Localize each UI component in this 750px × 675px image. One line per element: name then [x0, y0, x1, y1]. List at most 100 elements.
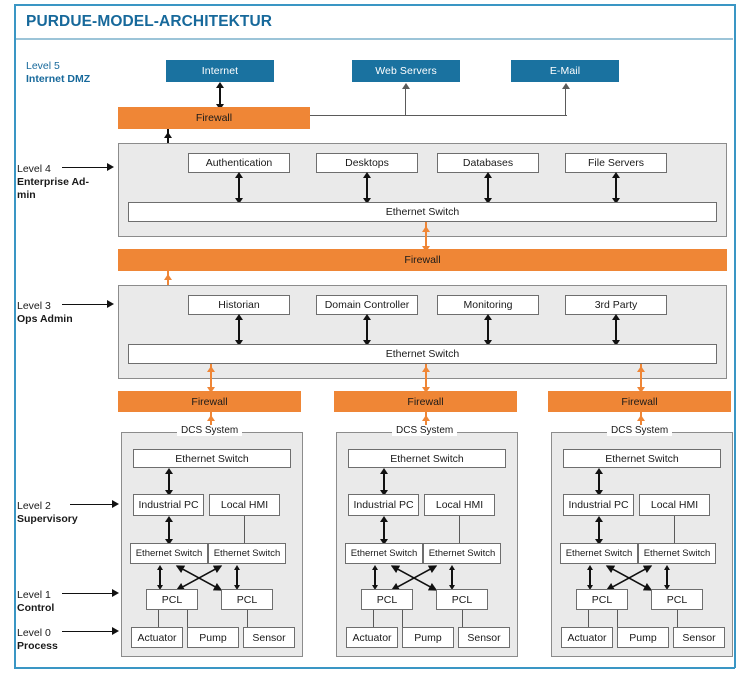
dcs-3-pcl-right[interactable]: PCL: [651, 589, 703, 610]
dcs-1-field-sensor[interactable]: Sensor: [243, 627, 295, 648]
level4-node-desktops[interactable]: Desktops: [316, 153, 418, 173]
dmz-box-email[interactable]: E-Mail: [511, 60, 619, 82]
dcs-1-conn-hmi-swr: [244, 516, 246, 544]
level3-node-historian[interactable]: Historian: [188, 295, 290, 315]
level-4-name-cont: min: [17, 189, 36, 201]
conn-monitoring-switch: [487, 318, 489, 342]
dcs-2-conn-swl-pcl1: [374, 568, 376, 588]
arrow-up-firewall-mid: [164, 274, 172, 280]
dcs-3-conn-pcl1-pump: [617, 610, 619, 627]
dcs-3-switch-left[interactable]: Ethernet Switch: [560, 543, 638, 564]
dcs-2-conn-ipc-swl: [383, 519, 385, 542]
level4-node-file-servers[interactable]: File Servers: [565, 153, 667, 173]
dcs-2-pcl-right[interactable]: PCL: [436, 589, 488, 610]
dcs-1-pcl-right-label: PCL: [236, 593, 258, 606]
level4-node-authentication[interactable]: Authentication: [188, 153, 290, 173]
level-1-name: Control: [17, 602, 55, 614]
dcs-1-top-switch[interactable]: Ethernet Switch: [133, 449, 291, 468]
dcs-1-field-actuator[interactable]: Actuator: [131, 627, 183, 648]
level3-node-domain-controller[interactable]: Domain Controller: [316, 295, 418, 315]
dcs-3-switch-right[interactable]: Ethernet Switch: [638, 543, 716, 564]
level3-node-3rd-party[interactable]: 3rd Party: [565, 295, 667, 315]
dcs-3-conn-swr-pcl2: [666, 568, 668, 588]
dcs-2-conn-pcl2-sensor: [462, 610, 464, 627]
dcs-2-conn-swr-pcl2: [451, 568, 453, 588]
dcs-3-field-sensor[interactable]: Sensor: [673, 627, 725, 648]
dcs-1-pcl-left-label: PCL: [161, 593, 183, 606]
dcs-1-field-pump[interactable]: Pump: [187, 627, 239, 648]
dcs-2-switch-left[interactable]: Ethernet Switch: [345, 543, 423, 564]
arrow-down-level3-fw1: [207, 387, 215, 393]
firewall-bottom-1[interactable]: Firewall: [118, 391, 301, 412]
dcs-title-rule-right-2: [460, 432, 504, 434]
dcs-2-switch-right[interactable]: Ethernet Switch: [423, 543, 501, 564]
firewall-top[interactable]: Firewall: [118, 107, 310, 129]
dcs-1-arrow-up-ipc: [165, 468, 173, 474]
dcs-1-field-sensor-label: Sensor: [252, 631, 286, 644]
dcs-2-top-switch-label: Ethernet Switch: [390, 452, 464, 465]
arrow-up-level3-fw2: [422, 366, 430, 372]
dcs-1-arrow-up-pcl2: [233, 565, 240, 570]
dcs-title-3: DCS System: [607, 425, 673, 436]
dcs-2-field-actuator[interactable]: Actuator: [346, 627, 398, 648]
firewall-top-label: Firewall: [195, 112, 233, 124]
level4-node-file-servers-label: File Servers: [587, 157, 644, 169]
conn-historian-switch: [238, 318, 240, 342]
dcs-3-top-switch[interactable]: Ethernet Switch: [563, 449, 721, 468]
firewall-middle[interactable]: Firewall: [118, 249, 727, 271]
firewall-bottom-3[interactable]: Firewall: [548, 391, 731, 412]
dcs-1-arrow-down-ipc: [165, 490, 173, 496]
dcs-1-conn-switch-ipc: [168, 471, 170, 493]
level3-ethernet-switch-label: Ethernet Switch: [385, 348, 460, 360]
dcs-2-pcl-left[interactable]: PCL: [361, 589, 413, 610]
dcs-2-top-switch[interactable]: Ethernet Switch: [348, 449, 506, 468]
level-label-3: Level 3 Ops Admin: [17, 300, 73, 326]
level-1-number: Level 1: [17, 589, 51, 601]
dcs-2-arrow-up-pcl2: [448, 565, 455, 570]
dmz-box-internet[interactable]: Internet: [166, 60, 274, 82]
arrow-up-fileservers: [612, 172, 620, 178]
arrow-up-fw3-dcs3: [637, 415, 645, 421]
level3-node-monitoring[interactable]: Monitoring: [437, 295, 539, 315]
dcs-2-arrow-down-pcl1: [371, 585, 378, 590]
level-0-number: Level 0: [17, 627, 51, 639]
dcs-2-field-sensor-label: Sensor: [467, 631, 501, 644]
arrow-up-level4-firewall: [422, 226, 430, 232]
level-4-name: Enterprise Ad-: [17, 176, 89, 188]
dcs-1-pcl-left[interactable]: PCL: [146, 589, 198, 610]
dcs-1-pcl-right[interactable]: PCL: [221, 589, 273, 610]
level4-ethernet-switch[interactable]: Ethernet Switch: [128, 202, 717, 222]
conn-3rdparty-switch: [615, 318, 617, 342]
dcs-3-industrial-pc[interactable]: Industrial PC: [563, 494, 634, 516]
dcs-1-industrial-pc[interactable]: Industrial PC: [133, 494, 204, 516]
arrow-down-level3-fw3: [637, 387, 645, 393]
dcs-3-field-pump[interactable]: Pump: [617, 627, 669, 648]
dcs-2-field-pump[interactable]: Pump: [402, 627, 454, 648]
arrow-down-fileservers: [612, 198, 620, 204]
dcs-2-industrial-pc-label: Industrial PC: [353, 499, 414, 511]
dcs-1-switch-right[interactable]: Ethernet Switch: [208, 543, 286, 564]
level3-node-monitoring-label: Monitoring: [463, 299, 513, 311]
dcs-2-industrial-pc[interactable]: Industrial PC: [348, 494, 419, 516]
dcs-3-pcl-left[interactable]: PCL: [576, 589, 628, 610]
dcs-1-conn-pcl2-sensor: [247, 610, 249, 627]
level3-ethernet-switch[interactable]: Ethernet Switch: [128, 344, 717, 364]
dcs-2-local-hmi-label: Local HMI: [435, 499, 484, 511]
level4-node-databases[interactable]: Databases: [437, 153, 539, 173]
dcs-3-top-switch-label: Ethernet Switch: [605, 452, 679, 465]
level4-ethernet-switch-label: Ethernet Switch: [385, 206, 460, 218]
dcs-3-local-hmi[interactable]: Local HMI: [639, 494, 710, 516]
firewall-bottom-2[interactable]: Firewall: [334, 391, 517, 412]
arrow-up-level3-fw3: [637, 366, 645, 372]
dmz-box-web-servers[interactable]: Web Servers: [352, 60, 460, 82]
level4-node-desktops-label: Desktops: [345, 157, 389, 169]
dcs-2-local-hmi[interactable]: Local HMI: [424, 494, 495, 516]
dcs-2-field-sensor[interactable]: Sensor: [458, 627, 510, 648]
dcs-3-arrow-up-pcl2: [663, 565, 670, 570]
dcs-1-local-hmi[interactable]: Local HMI: [209, 494, 280, 516]
dcs-3-field-actuator-label: Actuator: [567, 631, 607, 644]
dcs-3-field-actuator[interactable]: Actuator: [561, 627, 613, 648]
dcs-1-switch-left[interactable]: Ethernet Switch: [130, 543, 208, 564]
conn-desktops-switch: [366, 176, 368, 200]
